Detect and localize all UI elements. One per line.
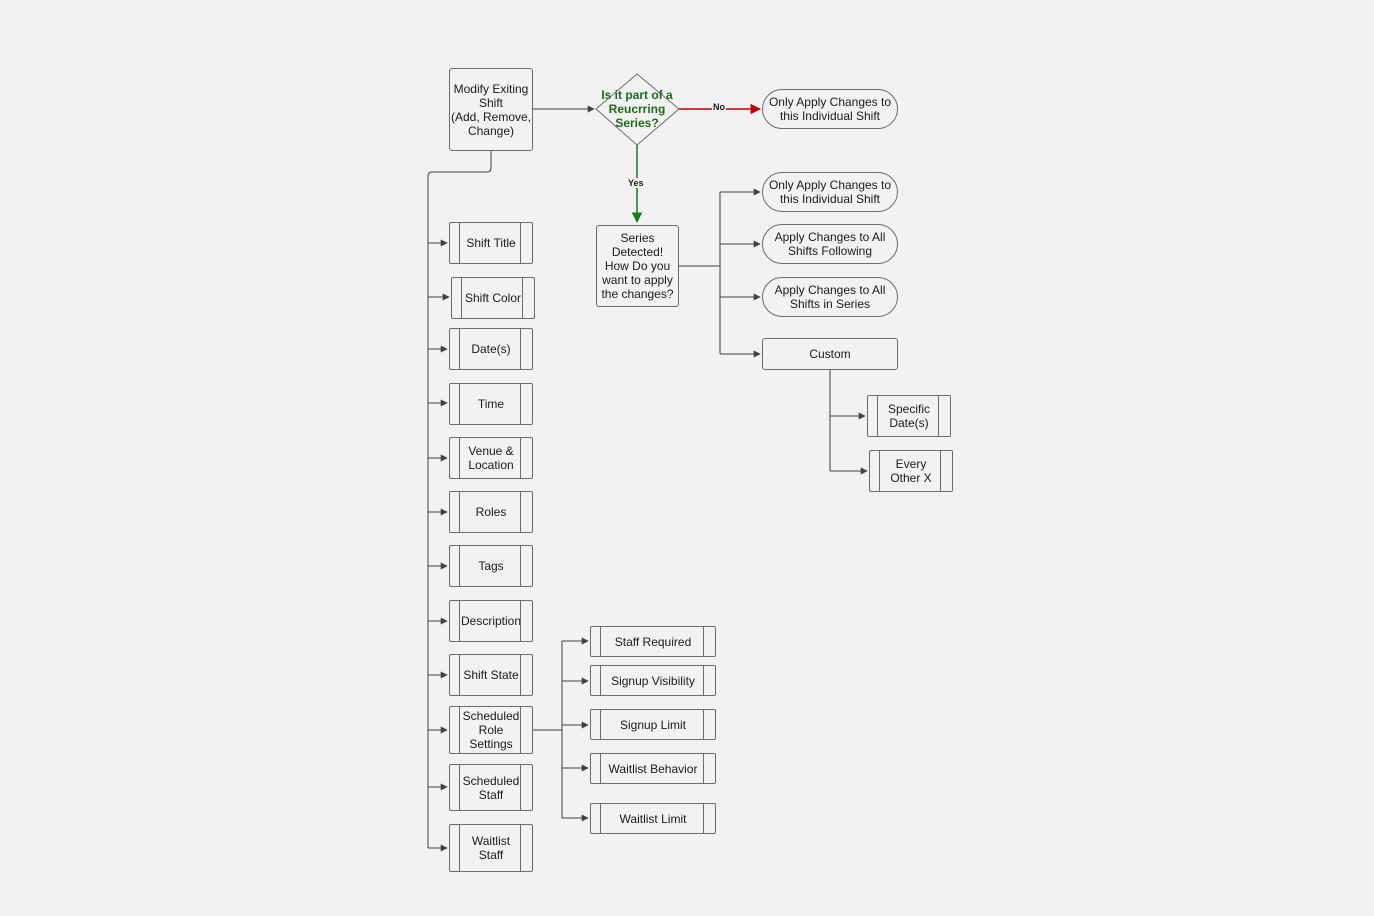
venue-location-node: Venue & Location bbox=[449, 437, 533, 479]
shift-title-node: Shift Title bbox=[449, 222, 533, 264]
dates-node: Date(s) bbox=[449, 328, 533, 370]
waitlist-staff-node: Waitlist Staff bbox=[449, 824, 533, 872]
scheduled-role-settings-node: Scheduled Role Settings bbox=[449, 706, 533, 754]
edge-role-settings-bus bbox=[533, 641, 563, 818]
signup-limit-node: Signup Limit bbox=[590, 709, 716, 740]
signup-visibility-node: Signup Visibility bbox=[590, 665, 716, 696]
time-node: Time bbox=[449, 383, 533, 425]
apply-all-following-option: Apply Changes to All Shifts Following bbox=[762, 224, 898, 264]
custom-option: Custom bbox=[762, 338, 898, 370]
edge-series-bus bbox=[679, 192, 721, 354]
series-detected-node: Series Detected! How Do you want to appl… bbox=[596, 225, 679, 307]
scheduled-staff-node: Scheduled Staff bbox=[449, 764, 533, 811]
description-node: Description bbox=[449, 600, 533, 642]
tags-node: Tags bbox=[449, 545, 533, 587]
shift-color-node: Shift Color bbox=[451, 277, 535, 319]
staff-required-node: Staff Required bbox=[590, 626, 716, 657]
edge-label-yes: Yes bbox=[627, 178, 645, 188]
every-other-x-node: Every Other X bbox=[869, 450, 953, 492]
only-apply-individual-no: Only Apply Changes to this Individual Sh… bbox=[762, 89, 898, 129]
edge-label-no: No bbox=[712, 102, 726, 112]
modify-shift-node: Modify Exiting Shift (Add, Remove, Chang… bbox=[449, 68, 533, 151]
decision-recurring-series: Is it part of a Reucrring Series? bbox=[601, 88, 673, 130]
shift-state-node: Shift State bbox=[449, 654, 533, 696]
only-apply-individual-option: Only Apply Changes to this Individual Sh… bbox=[762, 172, 898, 212]
edge-modify-trunk bbox=[427, 151, 492, 848]
waitlist-limit-node: Waitlist Limit bbox=[590, 803, 716, 834]
roles-node: Roles bbox=[449, 491, 533, 533]
apply-all-series-option: Apply Changes to All Shifts in Series bbox=[762, 277, 898, 317]
specific-dates-node: Specific Date(s) bbox=[867, 395, 951, 437]
waitlist-behavior-node: Waitlist Behavior bbox=[590, 753, 716, 784]
